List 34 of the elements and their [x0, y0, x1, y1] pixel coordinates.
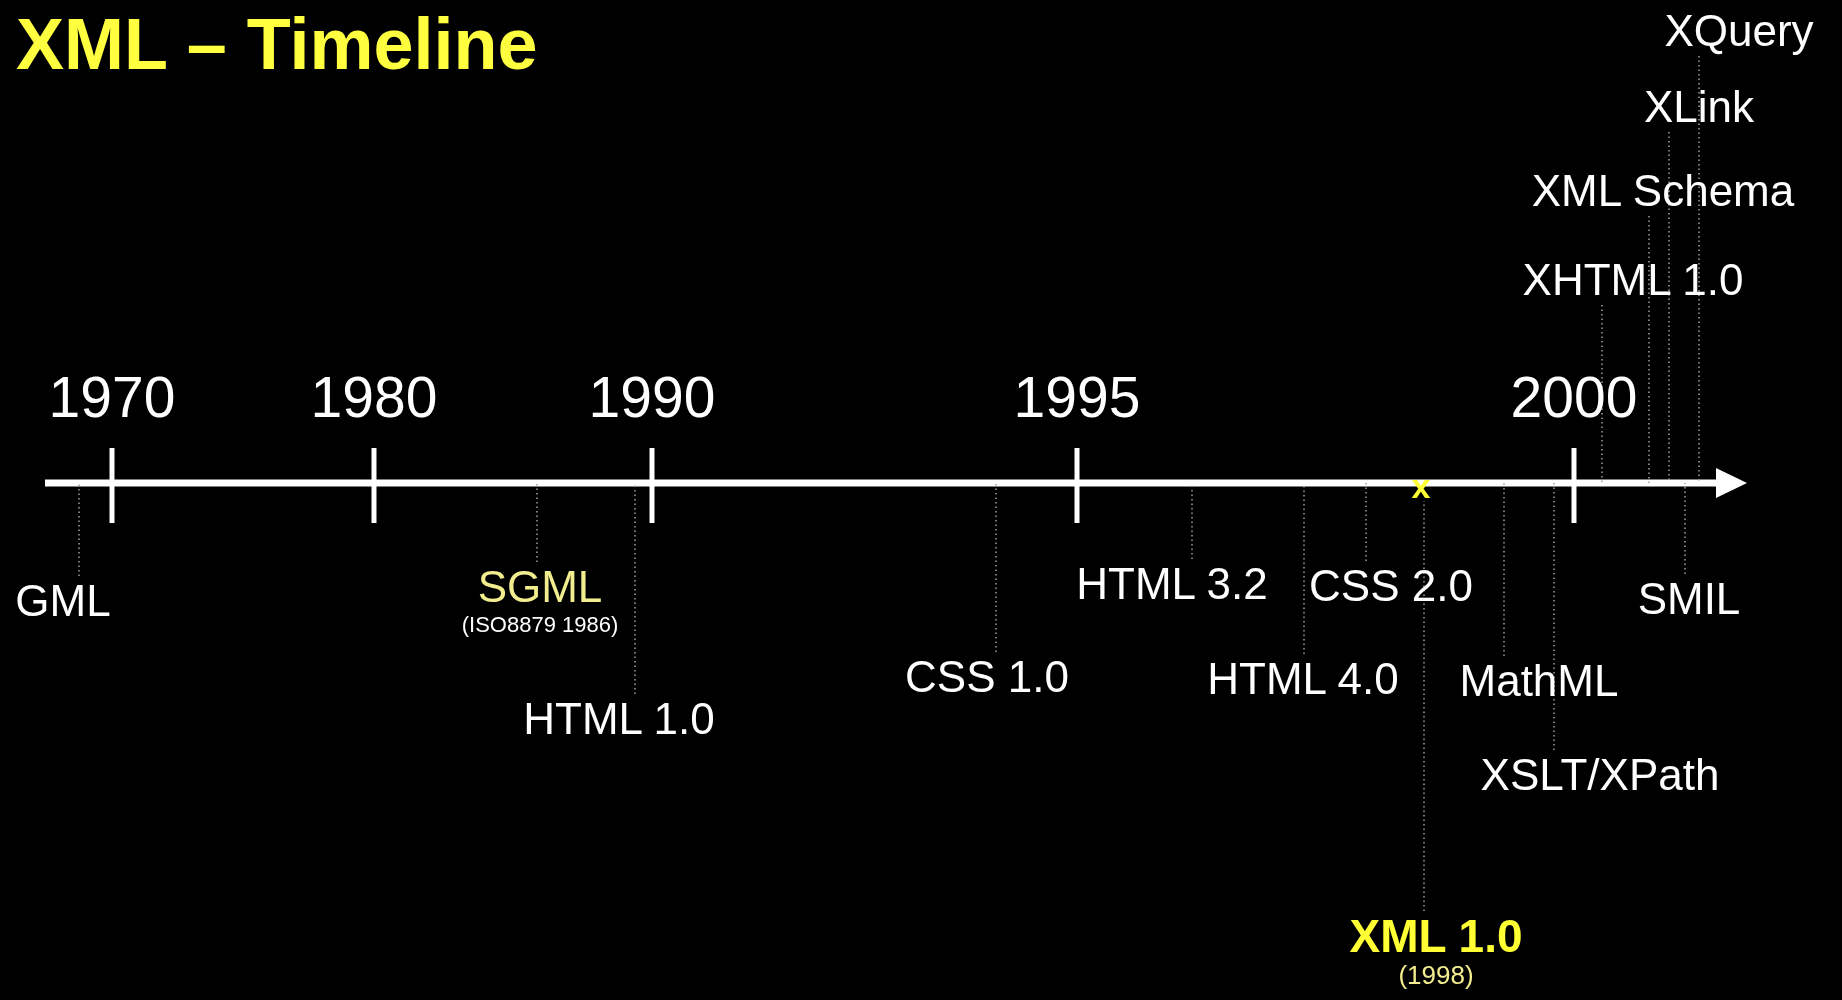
milestone-label: XML Schema [1531, 166, 1795, 216]
leader-line [1601, 304, 1603, 484]
milestone-label: CSS 2.0 [1309, 561, 1473, 611]
leader-line [1553, 482, 1555, 751]
leader-line [1423, 500, 1425, 912]
milestone-label: MathML [1459, 656, 1619, 706]
milestone-label: XLink [1643, 82, 1755, 132]
year-label: 1990 [588, 366, 716, 428]
title: XML – Timeline [16, 4, 538, 84]
milestone-label: SMIL [1637, 574, 1741, 624]
leader-line [536, 482, 538, 563]
year-label: 1995 [1013, 366, 1141, 428]
milestone-label: HTML 4.0 [1207, 654, 1399, 704]
leader-line [1503, 482, 1505, 657]
milestone-label: HTML 1.0 [523, 694, 715, 744]
leader-line [1684, 482, 1686, 575]
milestone-label: XSLT/XPath [1480, 750, 1720, 800]
milestone-note: (1998) [1398, 961, 1474, 989]
leader-line [1365, 482, 1367, 562]
leader-line [995, 482, 997, 653]
milestone-label: SGML [477, 562, 603, 612]
year-label: 1970 [48, 366, 176, 428]
milestone-note: (ISO8879 1986) [461, 612, 619, 638]
milestone-label: HTML 3.2 [1076, 559, 1268, 609]
milestone-label: XML 1.0 [1349, 911, 1523, 961]
milestone-label: CSS 1.0 [905, 652, 1069, 702]
leader-line [1698, 55, 1700, 484]
leader-line [78, 482, 80, 577]
milestone-label: GML [15, 576, 111, 626]
year-label: 1980 [310, 366, 438, 428]
leader-line [1648, 215, 1650, 484]
milestone-label: XHTML 1.0 [1522, 255, 1744, 305]
year-label: 2000 [1510, 366, 1638, 428]
milestone-label: XQuery [1664, 6, 1814, 56]
